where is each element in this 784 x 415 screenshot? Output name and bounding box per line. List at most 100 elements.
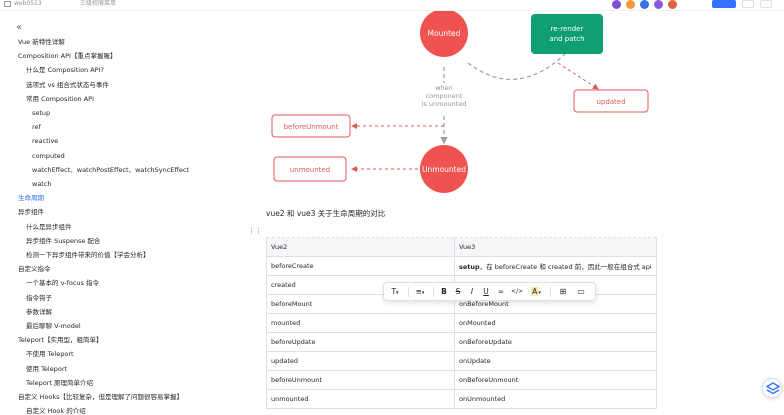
avatar[interactable]: [640, 0, 649, 9]
outline-item[interactable]: 自定义指令: [18, 265, 51, 274]
vue3-hook-cell[interactable]: onUpdate: [454, 351, 657, 371]
outline-item[interactable]: computed: [32, 151, 65, 160]
scrollbar[interactable]: [776, 11, 784, 415]
block-handle-icon[interactable]: ⋮⋮: [248, 227, 262, 235]
vue3-hook-cell[interactable]: onBeforeUnmount: [454, 370, 657, 390]
chevron-down-icon: ▾: [538, 290, 541, 296]
outline-item[interactable]: watch: [32, 180, 52, 188]
outline-item[interactable]: 检测一下异步组件带来的价值【学会分析】: [26, 251, 150, 259]
outline-item[interactable]: 使用 Teleport: [26, 364, 68, 373]
outline-item[interactable]: Vue 新特性详解: [18, 38, 65, 46]
vue3-hook-cell[interactable]: onMounted: [454, 313, 657, 333]
outline-item[interactable]: 指令钩子: [26, 293, 52, 302]
mounted-node: [420, 11, 468, 57]
table-header-row: Vue2 Vue3: [266, 237, 657, 257]
updated-label: updated: [596, 98, 625, 106]
folder-icon: [4, 1, 11, 7]
outline-item[interactable]: 异步组件: [18, 208, 44, 217]
outline-item[interactable]: Teleport 原理简单介绍: [26, 378, 94, 387]
breadcrumb-doc[interactable]: 三级权限菜单: [80, 0, 117, 7]
avatar[interactable]: [654, 0, 663, 9]
unmounted-box-label: unmounted: [290, 166, 330, 174]
outline-item[interactable]: reactive: [32, 137, 59, 146]
rerender-label-2: and patch: [549, 35, 584, 43]
table-header-cell[interactable]: Vue2: [266, 237, 455, 257]
when-label-3: is unmounted: [422, 100, 467, 108]
vue2-hook-cell[interactable]: beforeUnmount: [266, 370, 455, 390]
bold-button[interactable]: B: [441, 287, 447, 296]
breadcrumb-workspace[interactable]: web0513: [14, 0, 42, 7]
vue2-hook-cell[interactable]: mounted: [266, 313, 455, 333]
share-button[interactable]: [712, 0, 736, 8]
updated-node: [573, 89, 649, 113]
vue3-hook-bold: setup: [459, 263, 480, 271]
vue3-hook-text: onBeforeUnmount: [459, 376, 519, 384]
strike-button[interactable]: S: [455, 287, 461, 296]
avatar[interactable]: [612, 0, 621, 9]
avatar[interactable]: [626, 0, 635, 9]
more-button[interactable]: [742, 0, 754, 8]
chevron-down-icon: ▾: [421, 290, 425, 296]
table-header-cell[interactable]: Vue3: [454, 237, 657, 257]
chevron-down-icon: ▾: [396, 290, 399, 296]
outline-item[interactable]: 一个基本的 v-focus 指令: [26, 279, 99, 288]
code-icon[interactable]: </>: [510, 288, 524, 295]
outline-item[interactable]: 自定义 Hooks【比较复杂，但是理解了问题很容易掌握】: [18, 393, 184, 401]
outline-item[interactable]: 什么是异步组件: [26, 222, 72, 231]
outline-sidebar: ‹‹ Vue 新特性详解 Composition API【重点掌握喔】什么是 Co…: [0, 11, 248, 415]
loop-arrow: [467, 50, 569, 80]
vue3-hook-cell[interactable]: onBeforeUpdate: [454, 332, 657, 352]
divider: [433, 287, 434, 297]
help-fab-button[interactable]: [762, 378, 782, 398]
comment-icon[interactable]: ▭: [577, 287, 585, 296]
when-label-bg: [418, 83, 470, 113]
vue2-hook-cell[interactable]: beforeUpdate: [266, 332, 455, 352]
to-updated-arrow: [557, 62, 599, 90]
divider: [550, 287, 551, 297]
table-row: beforeUpdate onBeforeUpdate: [266, 332, 657, 352]
outline-item[interactable]: setup: [32, 109, 51, 117]
outline-item[interactable]: 生命周期: [18, 194, 44, 203]
unmounted-circle-label: Unmounted: [422, 165, 466, 174]
text-color-button[interactable]: A▾: [531, 287, 541, 296]
align-button[interactable]: ≡▾: [415, 287, 425, 296]
document-content: Mounted re-render and patch updated when…: [248, 11, 758, 415]
menu-button[interactable]: [760, 0, 772, 8]
outline-item[interactable]: 参数详解: [26, 307, 52, 316]
when-label-2: component: [426, 92, 463, 100]
avatar[interactable]: [668, 0, 677, 9]
outline-item[interactable]: watchEffect、watchPostEffect、watchSyncEff…: [32, 165, 190, 174]
collapse-sidebar-icon[interactable]: ‹‹: [16, 22, 22, 33]
vue2-hook-cell[interactable]: beforeCreate: [266, 256, 455, 276]
outline-item[interactable]: 常用 Composition API: [26, 94, 95, 103]
format-toolbar: T▾ ≡▾ B S I U ∞ </> A▾ ⊞ ▭: [383, 282, 596, 301]
outline-item[interactable]: Teleport【实用型，粗简单】: [18, 336, 103, 345]
outline-item[interactable]: 选项式 vs 组合式状态与事件: [26, 80, 109, 89]
outline-item[interactable]: ref: [32, 123, 41, 132]
comparison-heading[interactable]: vue2 和 vue3 关于生命周期的对比: [266, 209, 386, 218]
vue2-hook-cell[interactable]: unmounted: [266, 389, 455, 409]
unmounted-box-node: [273, 156, 347, 182]
vue3-hook-cell[interactable]: setup，在 beforeCreate 和 created 前，因此一般在组合…: [454, 256, 657, 276]
underline-button[interactable]: U: [483, 287, 489, 296]
outline-item[interactable]: 什么是 Composition API?: [26, 66, 104, 75]
vue3-hook-cell[interactable]: onUnmounted: [454, 389, 657, 409]
italic-button[interactable]: I: [470, 287, 474, 296]
vue2-hook-cell[interactable]: updated: [266, 351, 455, 371]
layers-icon: [765, 382, 781, 395]
grid-icon[interactable]: ⊞: [559, 287, 567, 296]
rerender-label-1: re-render: [551, 25, 584, 33]
outline-item[interactable]: 最后聊聊 V-model: [26, 322, 81, 330]
outline-item[interactable]: 异步组件 Suspense 配合: [26, 236, 101, 245]
outline-item[interactable]: 自定义 Hook 的介绍: [26, 407, 86, 415]
vue3-hook-text: onBeforeUpdate: [459, 338, 512, 346]
before-unmount-node: [271, 114, 351, 138]
outline-item[interactable]: Composition API【重点掌握喔】: [18, 52, 117, 61]
top-bar: web0513 三级权限菜单: [0, 0, 784, 11]
text-style-button[interactable]: T▾: [391, 287, 399, 296]
link-icon[interactable]: ∞: [497, 287, 505, 296]
mounted-label: Mounted: [428, 29, 461, 38]
outline-item[interactable]: 不使用 Teleport: [26, 350, 74, 359]
